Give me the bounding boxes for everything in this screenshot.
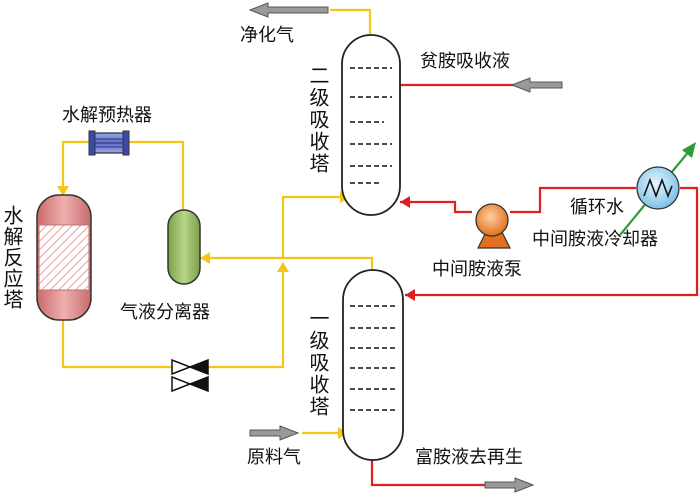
purified-gas-arrow: [248, 2, 329, 18]
feed-gas-arrow: [249, 425, 300, 441]
purified-gas-line: [330, 8, 372, 40]
gas-arrow-up: [277, 262, 289, 272]
gas-lines: [61, 8, 374, 435]
liquid-arrow-into-primary: [405, 289, 415, 301]
interstage-gas-line: [283, 256, 374, 272]
gas-arrow-into-separator: [200, 252, 210, 264]
rich-amine-arrow: [484, 477, 535, 493]
hydrolysis-preheater: [88, 130, 130, 156]
rich-amine-line: [370, 455, 495, 487]
separator-to-preheater-line: [125, 140, 185, 212]
reactor-bottom-line: [61, 320, 172, 369]
intermediate-pump: [475, 203, 511, 249]
cooler-return-line: [510, 186, 636, 214]
rich-amine-label: 富胺液去再生: [415, 447, 523, 468]
lean-amine-arrow: [510, 77, 563, 93]
control-valve: [171, 358, 209, 393]
gas-to-secondary-line: [281, 195, 340, 258]
liquid-arrow-into-secondary: [400, 196, 410, 208]
feed-gas-label: 原料气: [247, 447, 301, 468]
pump-to-secondary-line: [400, 200, 472, 214]
secondary-absorber: [341, 34, 401, 216]
intermediate-cooler: [636, 166, 680, 210]
purified-gas-label: 净化气: [240, 25, 294, 46]
gas-liquid-separator: [167, 209, 201, 285]
gas-arrow-into-reactor: [57, 186, 69, 196]
primary-absorber: [342, 269, 404, 461]
gas-liquid-separator-label: 气液分离器: [120, 302, 210, 323]
hydrolysis-reactor: [36, 194, 92, 321]
primary-absorber-label: 一级吸收塔: [306, 308, 330, 418]
preheater-to-reactor-line: [61, 140, 93, 192]
cooler-to-primary-line: [405, 186, 699, 297]
secondary-absorber-label: 二级吸收塔: [306, 65, 330, 175]
lean-amine-label: 贫胺吸收液: [420, 51, 510, 72]
liquid-arrowheads: [400, 196, 415, 301]
valve-to-feed-line: [208, 272, 285, 369]
gray-arrows: [248, 2, 563, 493]
intermediate-pump-label: 中间胺液泵: [432, 259, 522, 280]
intermediate-cooler-label: 中间胺液冷却器: [532, 229, 658, 250]
hydrolysis-preheater-label: 水解预热器: [62, 105, 152, 126]
hydrolysis-reactor-label: 水解反应塔: [0, 205, 24, 310]
circulating-water-label: 循环水: [570, 197, 624, 218]
secondary-trays: [350, 67, 392, 184]
liquid-lines: [370, 83, 699, 487]
